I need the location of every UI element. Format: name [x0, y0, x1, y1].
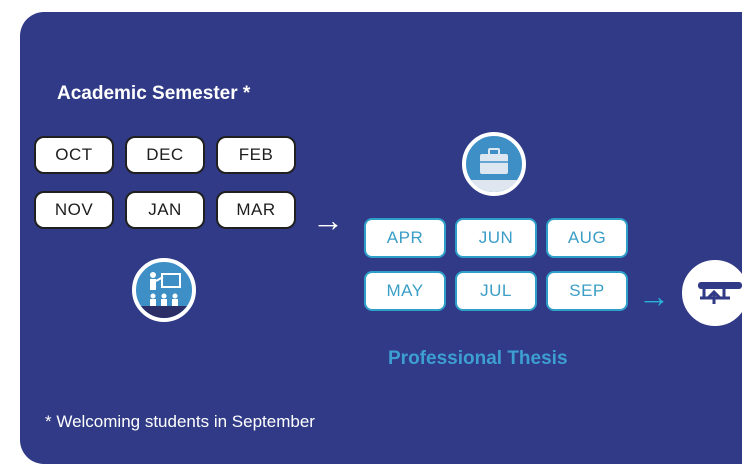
month-box: OCT: [34, 136, 114, 174]
month-box: AUG: [546, 218, 628, 258]
program-timeline-panel: Academic Semester * OCT DEC FEB NOV JAN …: [20, 12, 742, 464]
month-box: JUL: [455, 271, 537, 311]
month-box: MAR: [216, 191, 296, 229]
footnote: * Welcoming students in September: [45, 412, 315, 431]
month-box: JAN: [125, 191, 205, 229]
month-box: FEB: [216, 136, 296, 174]
lecture-teacher-students-icon: [132, 258, 196, 322]
briefcase-icon: [462, 132, 526, 196]
month-box: JUN: [455, 218, 537, 258]
diploma-scroll-icon: [682, 260, 742, 326]
academic-semester-title: Academic Semester *: [57, 83, 251, 104]
month-box: APR: [364, 218, 446, 258]
month-box: DEC: [125, 136, 205, 174]
month-box: MAY: [364, 271, 446, 311]
arrow-right-icon: →: [312, 202, 344, 238]
month-box: SEP: [546, 271, 628, 311]
month-box: NOV: [34, 191, 114, 229]
arrow-right-icon: →: [638, 278, 670, 314]
professional-thesis-label: Professional Thesis: [388, 348, 568, 369]
